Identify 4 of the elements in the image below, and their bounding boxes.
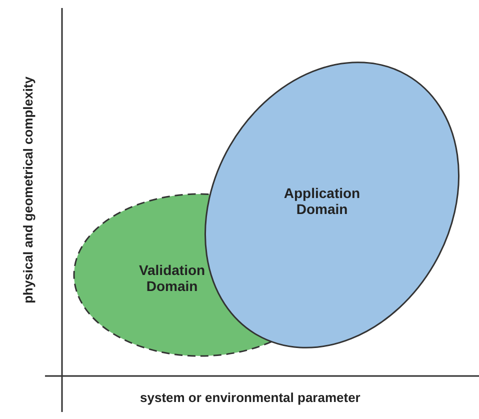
y-axis-label: physical and geometrical complexity (20, 76, 36, 304)
x-axis-label: system or environmental parameter (140, 390, 360, 405)
domain-label: Application Domain (282, 185, 362, 217)
domain-label: Validation Domain (138, 262, 206, 294)
